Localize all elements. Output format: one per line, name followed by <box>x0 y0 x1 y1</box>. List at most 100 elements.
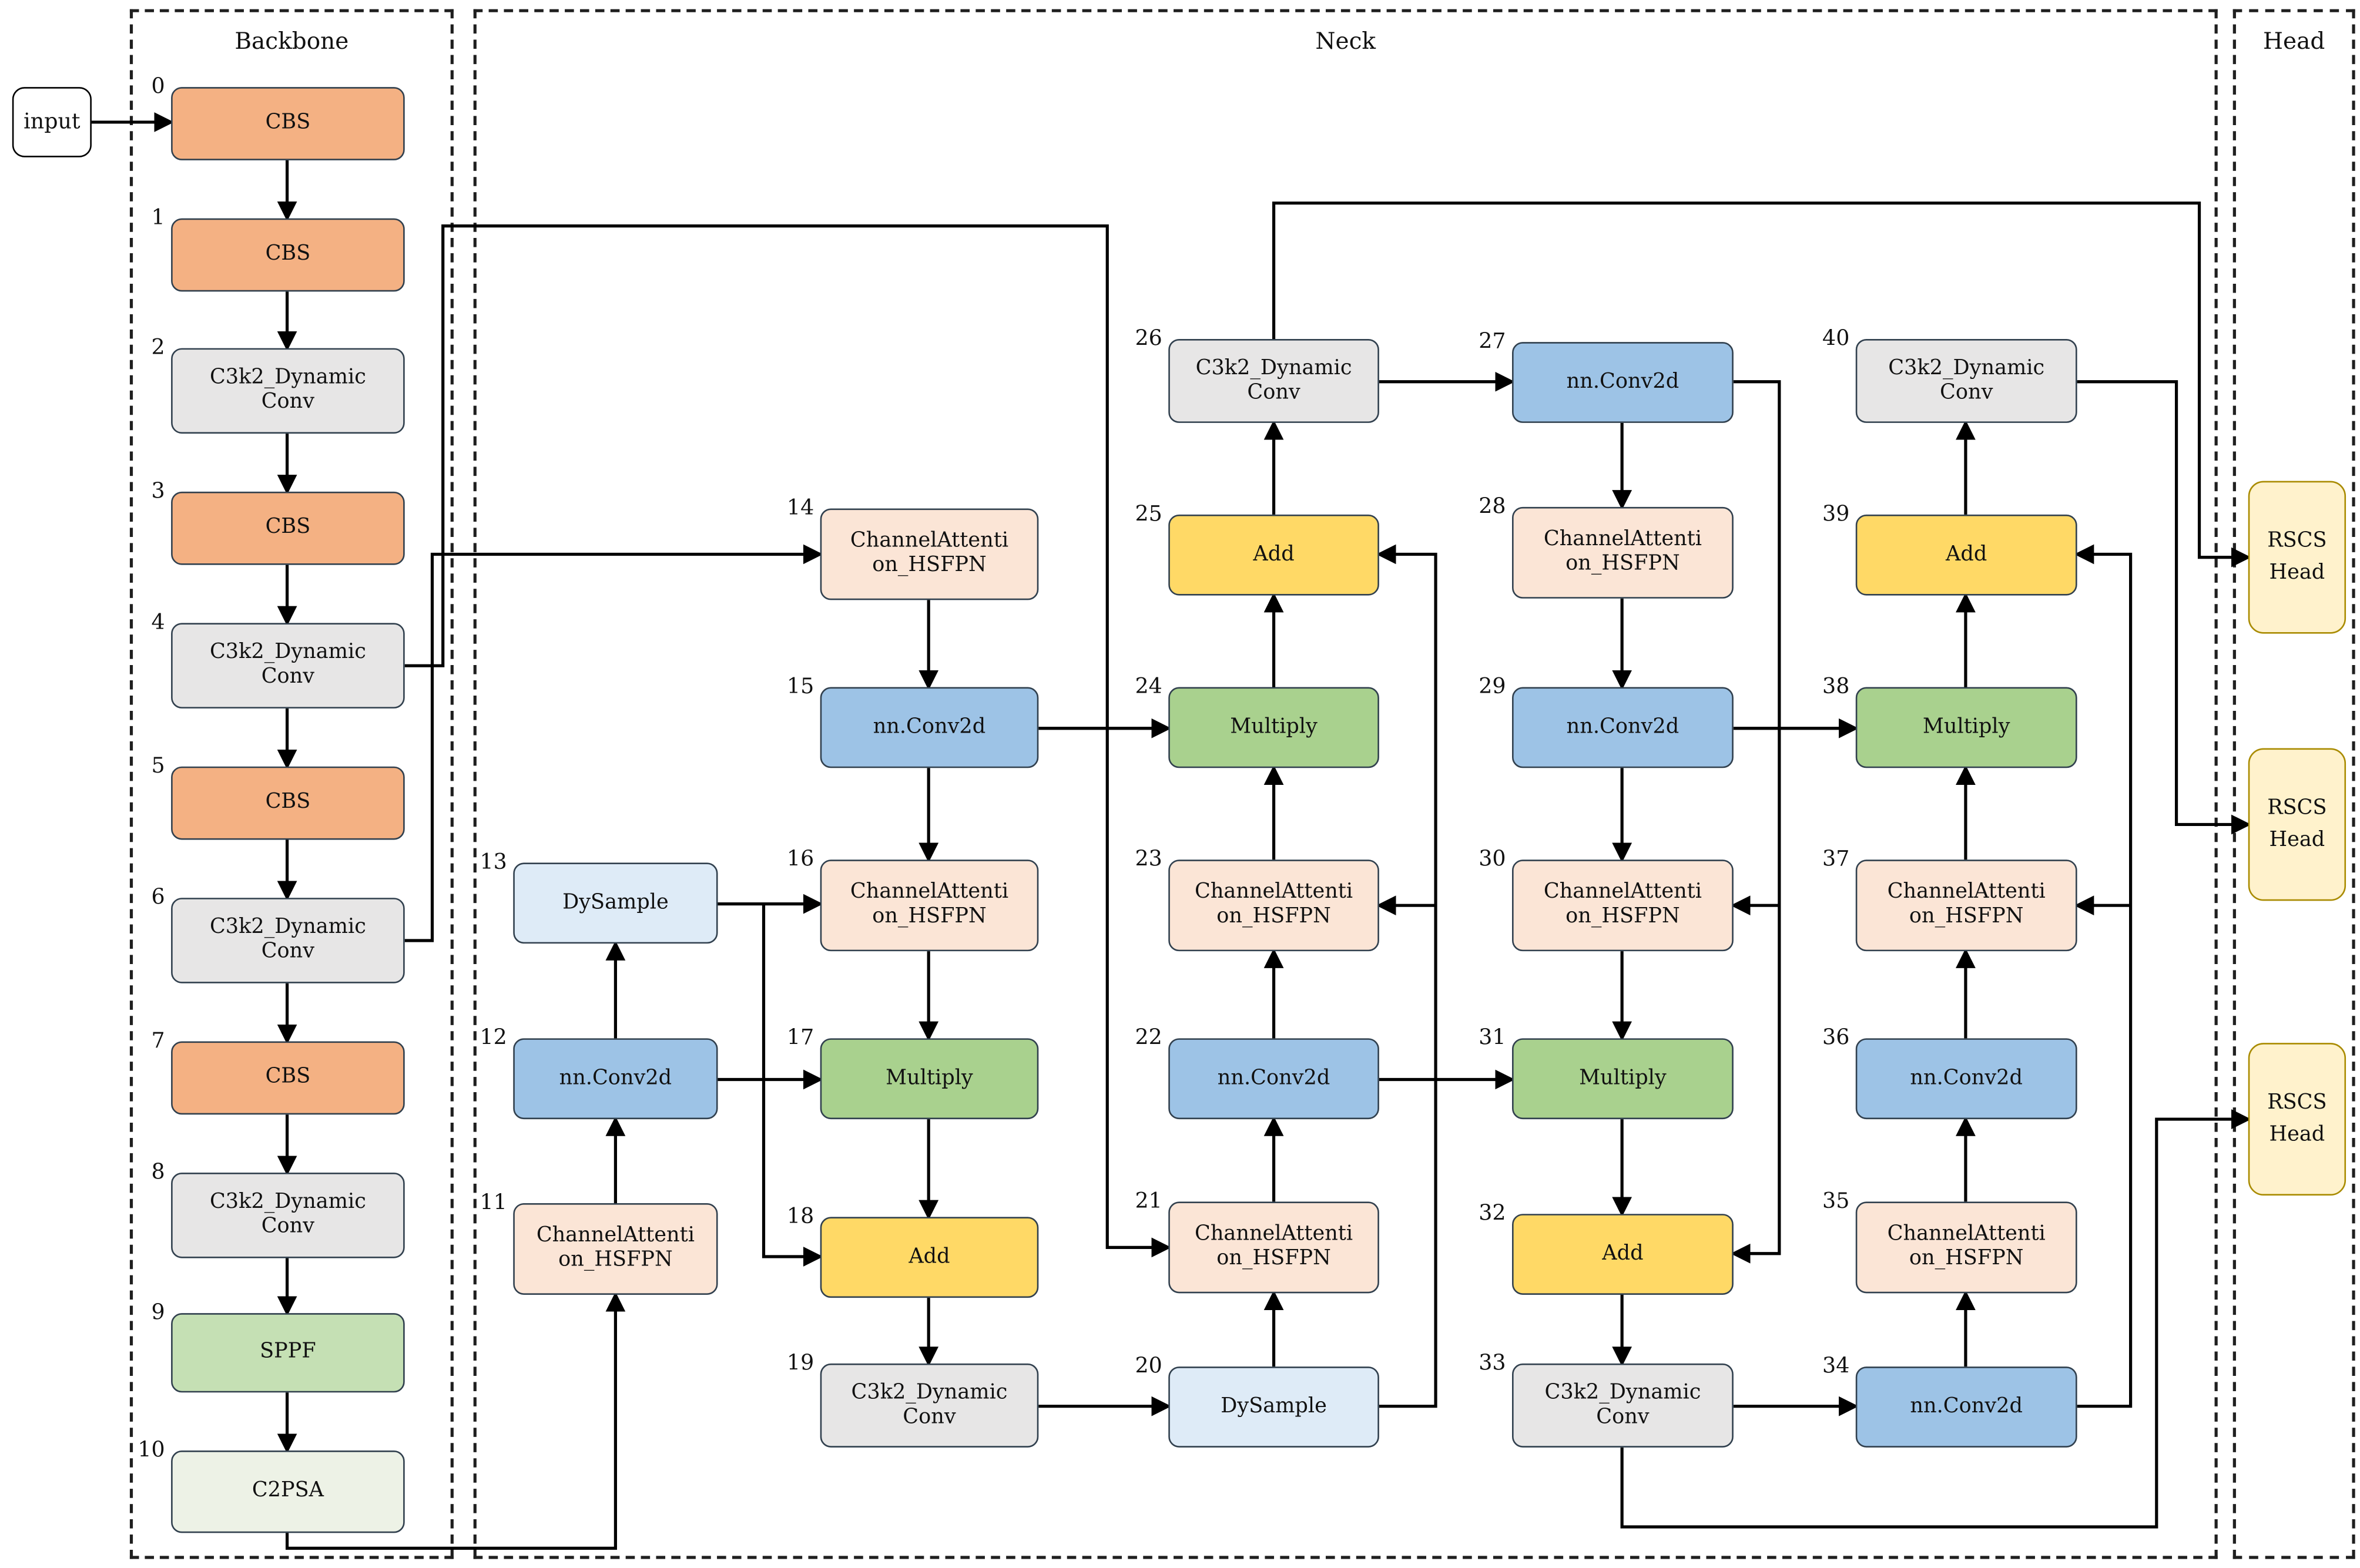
head-label: RSCS Head <box>2267 795 2327 852</box>
node-label: ChannelAttenti on_HSFPN <box>1543 880 1702 929</box>
node-number: 37 <box>1822 847 1850 872</box>
node-label: DySample <box>1221 1394 1327 1418</box>
node-label: nn.Conv2d <box>873 714 986 739</box>
node-label: C2PSA <box>252 1478 324 1503</box>
node-label: Multiply <box>1230 714 1318 739</box>
backbone-region-label: Backbone <box>234 27 349 55</box>
node-number: 40 <box>1822 327 1850 351</box>
node-number: 23 <box>1135 847 1162 872</box>
node-label: ChannelAttenti on_HSFPN <box>1194 1222 1353 1271</box>
node-number: 2 <box>151 335 165 361</box>
node-number: 35 <box>1822 1189 1850 1214</box>
node-number: 8 <box>151 1160 165 1185</box>
node-number: 3 <box>151 479 165 504</box>
input-node: input <box>12 87 92 157</box>
node-number: 6 <box>151 885 165 911</box>
node-22-nnconv2d: 22 nn.Conv2d <box>1135 1026 1379 1120</box>
node-number: 38 <box>1822 674 1850 700</box>
node-number: 32 <box>1479 1201 1506 1226</box>
node-number: 7 <box>151 1029 165 1054</box>
node-label: C3k2_Dynamic Conv <box>209 915 366 963</box>
node-label: Multiply <box>1922 714 2010 739</box>
node-label: C3k2_Dynamic Conv <box>209 1190 366 1238</box>
node-number: 14 <box>786 496 814 521</box>
node-36-nnconv2d: 36 nn.Conv2d <box>1822 1026 2077 1120</box>
node-number: 34 <box>1822 1354 1850 1379</box>
node-number: 20 <box>1135 1354 1162 1379</box>
node-label: Multiply <box>1579 1065 1667 1090</box>
node-number: 1 <box>151 206 165 231</box>
node-label: DySample <box>562 889 669 915</box>
node-label: C3k2_Dynamic Conv <box>209 640 366 689</box>
node-number: 11 <box>480 1191 507 1216</box>
node-label: nn.Conv2d <box>1217 1065 1330 1090</box>
node-label: nn.Conv2d <box>1910 1065 2023 1090</box>
node-label: Add <box>1253 541 1295 566</box>
node-number: 12 <box>480 1026 507 1051</box>
node-label: CBS <box>265 241 311 266</box>
node-number: 31 <box>1479 1026 1506 1051</box>
node-number: 4 <box>151 610 165 636</box>
node-number: 36 <box>1822 1026 1850 1051</box>
head-region-label: Head <box>2263 27 2325 55</box>
node-label: Add <box>1946 541 1987 566</box>
node-label: C3k2_Dynamic Conv <box>209 365 366 414</box>
neck-region-label: Neck <box>1315 27 1376 55</box>
node-label: C3k2_Dynamic Conv <box>851 1380 1008 1429</box>
node-label: Multiply <box>886 1065 973 1090</box>
node-label: nn.Conv2d <box>1566 369 1680 394</box>
node-number: 16 <box>786 847 814 872</box>
node-number: 26 <box>1135 327 1162 351</box>
node-label: ChannelAttenti on_HSFPN <box>1194 880 1353 929</box>
node-label: ChannelAttenti on_HSFPN <box>850 880 1009 929</box>
node-label: CBS <box>265 1065 311 1089</box>
head-label: RSCS Head <box>2267 1090 2327 1147</box>
node-number: 10 <box>138 1438 165 1463</box>
node-number: 22 <box>1135 1026 1162 1051</box>
node-number: 13 <box>480 850 507 875</box>
node-number: 28 <box>1479 495 1506 519</box>
node-number: 18 <box>786 1204 814 1230</box>
node-number: 21 <box>1135 1189 1162 1214</box>
rscs-head-1: RSCS Head <box>2248 481 2346 634</box>
node-label: CBS <box>265 515 311 540</box>
node-label: CBS <box>265 110 311 135</box>
node-label: CBS <box>265 790 311 814</box>
neck-region: Neck <box>473 9 2218 1559</box>
node-label: C3k2_Dynamic Conv <box>1888 355 2045 404</box>
